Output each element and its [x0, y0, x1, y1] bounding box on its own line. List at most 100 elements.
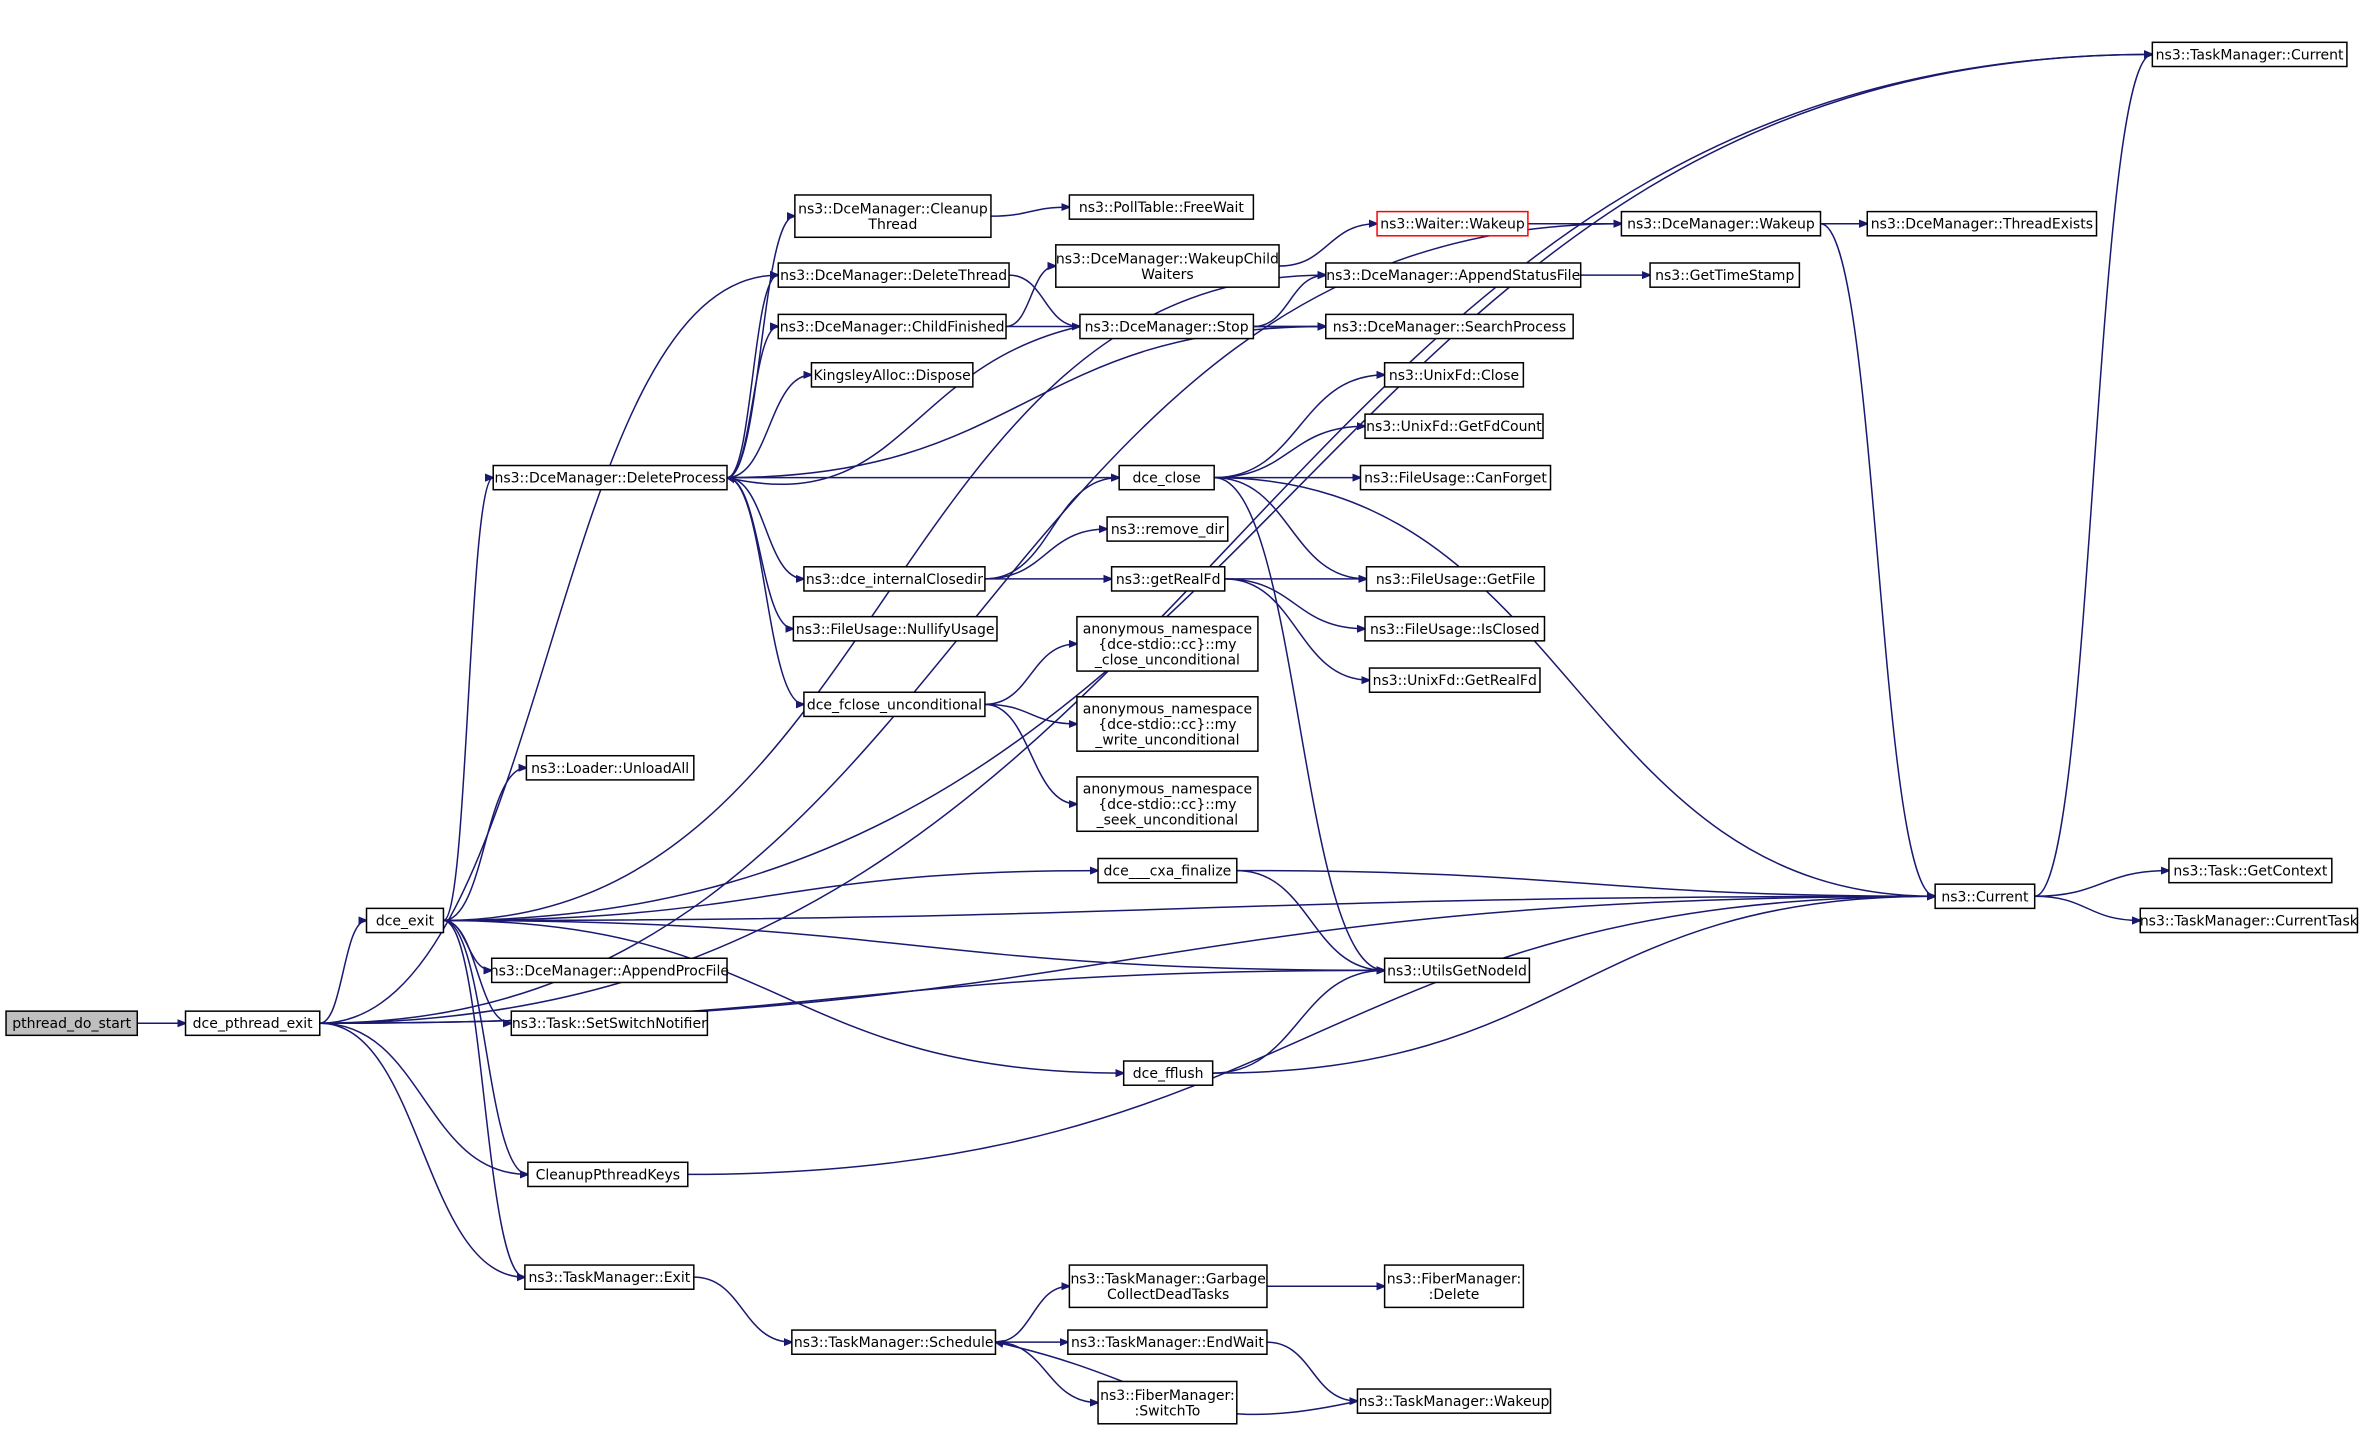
- node-box: [792, 615, 998, 642]
- node-box: [803, 691, 986, 718]
- node-label: ns3::dce_internalClosedir: [806, 572, 983, 588]
- node-dm-deletethread[interactable]: ns3::DceManager::DeleteThread: [777, 262, 1010, 288]
- edge-ns3-current-to-tm-currenttask: [2034, 895, 2141, 920]
- node-fileusage-canforget[interactable]: ns3::FileUsage::CanForget: [1359, 464, 1552, 491]
- node-label: ns3::DceManager::AppendStatusFile: [1326, 268, 1580, 284]
- call-nodes: pthread_do_start dce_pthread_exit dce_exit…: [5, 41, 2359, 1425]
- node-box: [1383, 957, 1531, 984]
- node-dce-internalclosedir[interactable]: ns3::dce_internalClosedir: [803, 566, 986, 592]
- edge-dce-fflush-to-utilsgetnodeid: [1212, 970, 1385, 1074]
- edge-dce-fflush-to-ns3-current: [1212, 896, 1935, 1074]
- node-box: [1097, 857, 1238, 884]
- node-ns3-current[interactable]: ns3::Current: [1934, 883, 2036, 910]
- node-label: ns3::UnixFd::Close: [1389, 368, 1519, 384]
- node-label: dce_exit: [376, 913, 435, 929]
- node-box: [525, 754, 695, 781]
- node-dce-fflush[interactable]: dce_fflush: [1122, 1060, 1214, 1086]
- node-tm-current-top[interactable]: ns3::TaskManager::Current: [2151, 41, 2348, 68]
- node-box: [1359, 464, 1552, 491]
- edge-dce-cxa-finalize-to-utilsgetnodeid: [1236, 869, 1385, 971]
- node-box: [510, 1010, 709, 1037]
- node-getrealfd[interactable]: ns3::getRealFd: [1110, 566, 1226, 592]
- node-unixfd-close[interactable]: ns3::UnixFd::Close: [1383, 361, 1525, 388]
- node-fileusage-getfile[interactable]: ns3::FileUsage::GetFile: [1365, 566, 1546, 592]
- edge-dm-deleteprocess-to-dce-internalclosedir: [726, 476, 804, 579]
- node-box: [2151, 41, 2348, 68]
- node-label: dce___cxa_finalize: [1104, 864, 1232, 880]
- node-fibermgr-delete[interactable]: ns3::FiberManager::Delete: [1383, 1264, 1525, 1309]
- node-dm-appendprocfile[interactable]: ns3::DceManager::AppendProcFile: [490, 957, 729, 984]
- node-label: ns3::FileUsage::GetFile: [1376, 572, 1535, 588]
- node-task-setswitch[interactable]: ns3::Task::SetSwitchNotifier: [510, 1010, 709, 1037]
- node-dm-childfinished[interactable]: ns3::DceManager::ChildFinished: [777, 313, 1007, 340]
- node-dm-wakeup[interactable]: ns3::DceManager::Wakeup: [1620, 210, 1822, 237]
- node-label: anonymous_namespace: [1083, 782, 1252, 798]
- node-loader-unloadall[interactable]: ns3::Loader::UnloadAll: [525, 754, 695, 781]
- node-unixfd-getrealfd[interactable]: ns3::UnixFd::GetRealFd: [1368, 667, 1541, 693]
- node-remove-dir[interactable]: ns3::remove_dir: [1106, 516, 1229, 542]
- node-dm-deleteprocess[interactable]: ns3::DceManager::DeleteProcess: [492, 464, 728, 491]
- node-label: ns3::Waiter::Wakeup: [1380, 217, 1525, 233]
- node-gettimestamp[interactable]: ns3::GetTimeStamp: [1649, 262, 1801, 288]
- node-dm-searchprocess[interactable]: ns3::DceManager::SearchProcess: [1325, 313, 1574, 340]
- node-box: [1068, 194, 1255, 220]
- node-box: [1365, 566, 1546, 592]
- node-anon-write[interactable]: anonymous_namespace{dce-stdio::cc}::my_w…: [1076, 696, 1259, 752]
- node-anon-seek[interactable]: anonymous_namespace{dce-stdio::cc}::my_s…: [1076, 776, 1259, 833]
- node-label: dce_pthread_exit: [193, 1016, 314, 1032]
- node-tm-endwait[interactable]: ns3::TaskManager::EndWait: [1067, 1329, 1268, 1355]
- node-dm-stop[interactable]: ns3::DceManager::Stop: [1079, 313, 1255, 340]
- node-utilsgetnodeid[interactable]: ns3::UtilsGetNodeId: [1383, 957, 1531, 984]
- node-tm-garbage[interactable]: ns3::TaskManager::GarbageCollectDeadTask…: [1068, 1264, 1268, 1309]
- node-dce-exit[interactable]: dce_exit: [365, 907, 445, 934]
- node-label: ns3::TaskManager::Current: [2156, 47, 2344, 63]
- node-box: [1368, 667, 1541, 693]
- edge-dce-exit-to-loader-unloadall: [443, 768, 526, 922]
- node-label: ns3::Task::GetContext: [2173, 864, 2327, 880]
- node-box: [1076, 696, 1259, 752]
- node-label: ns3::DceManager::Stop: [1085, 319, 1249, 335]
- node-tm-schedule[interactable]: ns3::TaskManager::Schedule: [791, 1329, 997, 1355]
- node-pthread-do-start[interactable]: pthread_do_start: [5, 1010, 139, 1037]
- node-tm-wakeup[interactable]: ns3::TaskManager::Wakeup: [1356, 1388, 1552, 1414]
- node-box: [1620, 210, 1822, 237]
- node-tm-currenttask[interactable]: ns3::TaskManager::CurrentTask: [2139, 907, 2359, 934]
- node-polltable-freewait[interactable]: ns3::PollTable::FreeWait: [1068, 194, 1255, 220]
- node-anon-close[interactable]: anonymous_namespace{dce-stdio::cc}::my_c…: [1076, 615, 1259, 672]
- node-label: ns3::UnixFd::GetFdCount: [1366, 419, 1542, 435]
- node-dce-pthread-exit[interactable]: dce_pthread_exit: [184, 1010, 321, 1037]
- node-label: ns3::UnixFd::GetRealFd: [1373, 673, 1537, 689]
- edge-dce-internalclosedir-to-remove-dir: [984, 529, 1107, 580]
- node-box: [1079, 313, 1255, 340]
- node-box: [777, 313, 1007, 340]
- node-fibermgr-switchto[interactable]: ns3::FiberManager::SwitchTo: [1097, 1380, 1238, 1425]
- node-dm-appendstatus[interactable]: ns3::DceManager::AppendStatusFile: [1325, 262, 1582, 288]
- node-unixfd-getfdcount[interactable]: ns3::UnixFd::GetFdCount: [1364, 413, 1544, 440]
- node-fileusage-nullify[interactable]: ns3::FileUsage::NullifyUsage: [792, 615, 998, 642]
- node-tm-exit[interactable]: ns3::TaskManager::Exit: [524, 1264, 695, 1291]
- edge-getrealfd-to-fileusage-isclosed: [1224, 578, 1365, 629]
- edge-dce-internalclosedir-to-dce-close: [984, 478, 1119, 580]
- edge-dce-pthread-exit-to-tm-exit: [319, 1022, 525, 1277]
- node-label: _seek_unconditional: [1096, 813, 1239, 829]
- node-box: [1364, 615, 1546, 642]
- node-kingsley-dispose[interactable]: KingsleyAlloc::Dispose: [810, 361, 974, 388]
- edge-dm-stop-to-dm-deleteprocess: [727, 325, 1081, 485]
- node-dce-close[interactable]: dce_close: [1118, 464, 1215, 491]
- node-waiter-wakeup[interactable]: ns3::Waiter::Wakeup: [1376, 210, 1529, 237]
- node-dm-threadexists[interactable]: ns3::DceManager::ThreadExists: [1866, 210, 2098, 237]
- node-fileusage-isclosed[interactable]: ns3::FileUsage::IsClosed: [1364, 615, 1546, 642]
- node-cleanuppthreadkeys[interactable]: CleanupPthreadKeys: [527, 1161, 689, 1188]
- node-box: [365, 907, 445, 934]
- node-box: [1097, 1380, 1238, 1425]
- node-task-getcontext[interactable]: ns3::Task::GetContext: [2168, 857, 2333, 884]
- node-box: [1325, 262, 1582, 288]
- node-dce-cxa-finalize[interactable]: dce___cxa_finalize: [1097, 857, 1238, 884]
- node-label: ns3::FileUsage::IsClosed: [1370, 622, 1539, 638]
- node-dce-fclose[interactable]: dce_fclose_unconditional: [803, 691, 986, 718]
- edge-dm-deleteprocess-to-dm-cleanup: [726, 216, 795, 479]
- node-box: [1055, 244, 1280, 288]
- node-label: ns3::UtilsGetNodeId: [1387, 963, 1527, 979]
